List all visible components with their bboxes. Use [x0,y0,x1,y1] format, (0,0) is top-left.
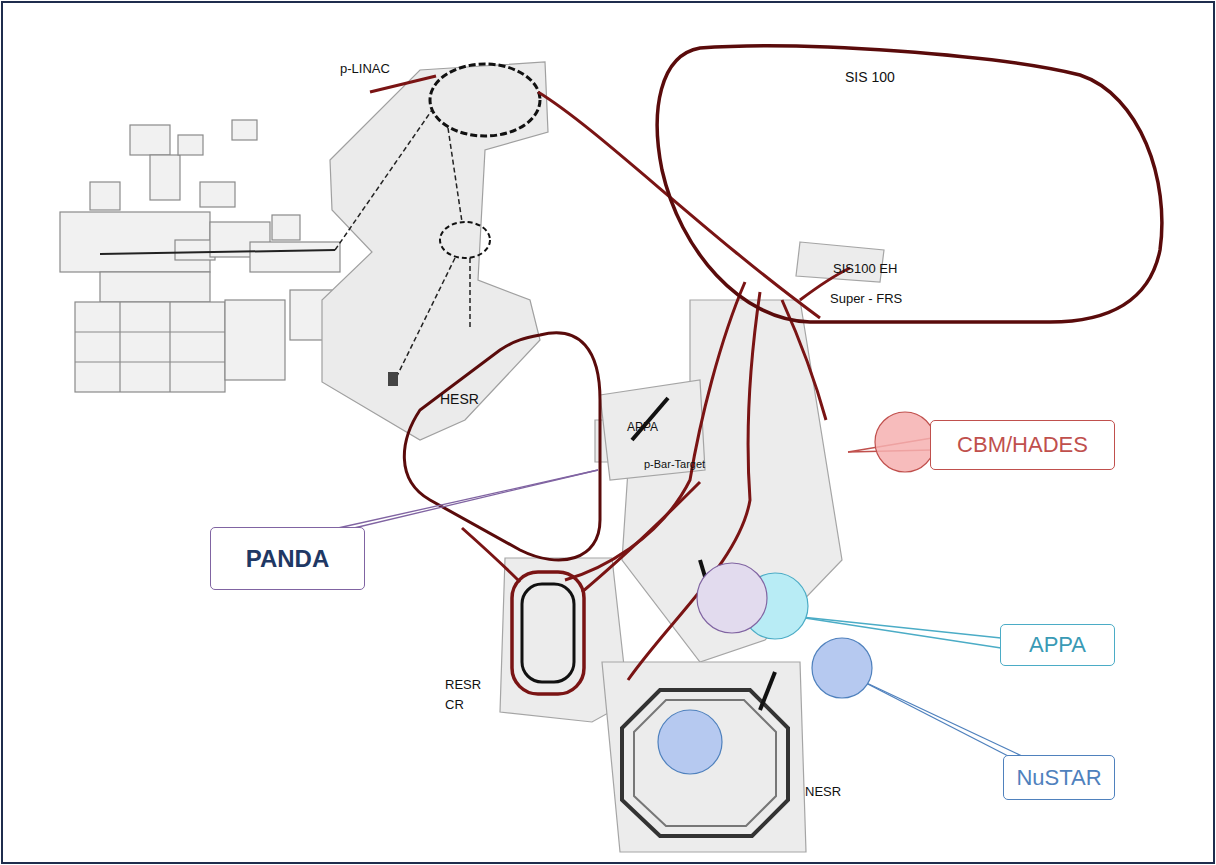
gsi-site [430,64,540,136]
callout-label: PANDA [246,545,330,573]
leader-lines [792,616,1001,638]
beam-lines [370,76,850,680]
gsi-site [335,110,432,250]
beam-lines [538,92,820,318]
leader-lines [792,616,1001,648]
gsi-campus [169,302,170,392]
gsi-campus [119,302,120,392]
map-label: RESR [445,678,481,692]
nesr-ring [634,700,776,826]
gsi-site [395,258,455,380]
gsi-campus [272,215,300,240]
leader-lines [354,470,598,528]
map-label: SIS100 EH [833,262,897,276]
callout-box: NuSTAR [1003,755,1115,800]
hesr-ring [404,333,600,560]
gsi-campus [130,125,170,155]
nesr-ring [760,672,775,710]
map-label: p-Bar-Target [644,458,705,470]
gsi-campus [178,135,203,155]
beam-lines [370,76,436,92]
gsi-campus [200,182,235,207]
callout-label: CBM/HADES [957,432,1088,458]
nesr-ring [622,672,788,836]
gsi-site [100,62,548,440]
resr-cr-rings [512,572,584,694]
gsi-site [100,250,335,254]
gsi-campus [175,240,215,260]
fair-buildings [602,662,806,852]
map-label: NESR [805,785,841,799]
beam-lines [565,282,745,580]
leader-lines [856,678,1022,756]
gsi-site [448,128,462,222]
map-label: p-LINAC [340,62,390,76]
experiment-markers [697,563,767,633]
gsi-campus [90,182,120,210]
experiment-markers [658,710,722,774]
callout-box: APPA [1000,624,1115,666]
gsi-site [469,258,471,330]
gsi-campus [232,120,257,140]
gsi-campus [75,331,225,332]
experiment-markers [875,412,935,472]
gsi-site [322,62,548,440]
leader-lines [856,678,1012,758]
sis100-ring [657,46,1162,322]
callout-box: PANDA [210,527,365,590]
gsi-campus [75,302,225,392]
callout-label: APPA [1029,632,1086,658]
callout-box: CBM/HADES [930,420,1115,470]
fair-buildings [622,300,842,662]
gsi-campus [150,155,180,200]
experiment-markers [812,638,872,698]
leader-lines [338,470,598,528]
gsi-campus [60,120,340,392]
map-label: Super - FRS [830,292,902,306]
map-label: SIS 100 [845,70,895,85]
gsi-campus [250,242,340,272]
callout-label: NuSTAR [1016,765,1101,791]
gsi-site [440,222,490,258]
beam-lines [462,528,520,582]
map-label: CR [445,698,464,712]
leader-lines [338,438,1022,758]
gsi-campus [100,272,210,302]
map-label: HESR [440,392,479,407]
gsi-campus [75,361,225,362]
resr-cr-rings [522,584,574,682]
map-label: APPA [627,421,658,434]
gsi-site [388,372,398,386]
fair-buildings [600,380,705,480]
resr-cr-rings [512,572,584,694]
gsi-campus [225,300,285,380]
nesr-ring [622,690,788,836]
